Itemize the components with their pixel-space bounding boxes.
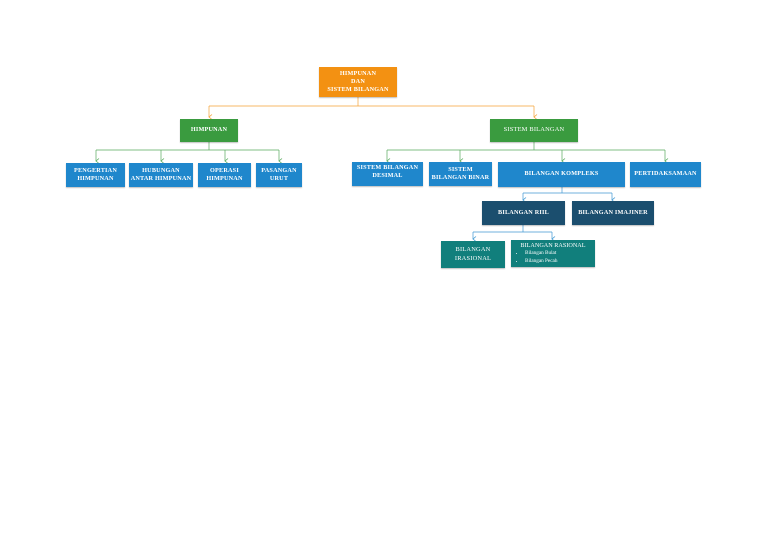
sistem-bilangan-connector [386,142,669,164]
rasional-list: Bilangan Bulat Bilangan Pecah [515,250,591,265]
sistem-bilangan-desimal-node: SISTEM BILANGAN DESIMAL [352,162,423,186]
root-line-1: HIMPUNAN [339,69,377,77]
rasional-list-item: Bilangan Bulat [525,250,591,258]
root-line-3: SISTEM BILANGAN [327,86,389,94]
pertidaksamaan-node: PERTIDAKSAMAAN [630,162,701,187]
sistem-bilangan-biner-node: SISTEM BILANGAN BINAR [429,162,492,186]
sistem-bilangan-label: SISTEM BILANGAN [503,126,565,134]
root-connector [208,97,538,120]
rasional-title: BILANGAN RASIONAL [520,242,586,249]
pertidaksamaan-label: PERTIDAKSAMAAN [634,170,697,178]
hubungan-line-1: HUBUNGAN [142,166,180,174]
bilangan-rasional-node: BILANGAN RASIONAL Bilangan Bulat Bilanga… [511,240,595,267]
hubungan-antar-himpunan-node: HUBUNGAN ANTAR HIMPUNAN [129,163,193,187]
irasional-line-1: BILANGAN [455,246,491,254]
imajiner-label: BILANGAN IMAJINER [578,208,648,216]
operasi-line-2: HIMPUNAN [206,175,243,182]
operasi-himpunan-node: OPERASI HIMPUNAN [198,163,251,187]
pasangan-line-1: PASANGAN [261,166,297,174]
operasi-line-1: OPERASI [210,166,239,174]
pengertian-himpunan-node: PENGERTIAN HIMPUNAN [66,163,125,187]
root-line-2: DAN [350,77,365,85]
bilangan-kompleks-node: BILANGAN KOMPLEKS [498,162,625,187]
biner-line-1: SISTEM [448,165,473,173]
biner-line-2: BILANGAN BINAR [431,174,490,181]
pasangan-line-2: URUT [269,175,289,182]
sistem-bilangan-node: SISTEM BILANGAN [490,119,578,142]
himpunan-node: HIMPUNAN [180,119,238,142]
bilangan-imajiner-node: BILANGAN IMAJINER [572,201,654,225]
riil-connector [472,225,556,242]
bilangan-irasional-node: BILANGAN IRASIONAL [441,241,505,268]
pengertian-line-1: PENGERTIAN [73,166,118,174]
desimal-line-1: SISTEM BILANGAN [356,164,419,171]
irasional-line-2: IRASIONAL [454,254,492,262]
rasional-list-item: Bilangan Pecah [525,258,591,266]
pengertian-line-2: HIMPUNAN [77,175,114,182]
pasangan-urut-node: PASANGAN URUT [256,163,302,187]
himpunan-connector [95,142,283,164]
desimal-line-2: DESIMAL [372,172,403,180]
riil-label: BILANGAN RIIL [498,208,549,216]
bilangan-riil-node: BILANGAN RIIL [482,201,565,225]
kompleks-connector [522,187,616,203]
root-node: HIMPUNAN DAN SISTEM BILANGAN [319,67,397,97]
hubungan-line-2: ANTAR HIMPUNAN [130,175,192,182]
himpunan-label: HIMPUNAN [190,126,228,134]
kompleks-label: BILANGAN KOMPLEKS [524,170,599,178]
